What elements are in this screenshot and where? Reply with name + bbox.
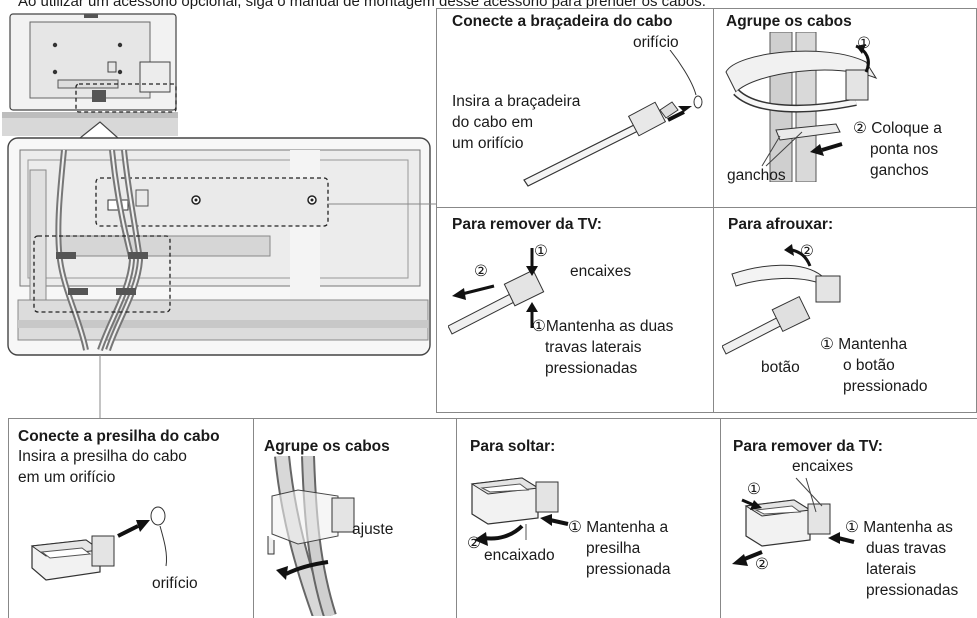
cable-tie-insert-figure — [520, 50, 710, 190]
connect-clip-title: Conecte a presilha do cabo — [18, 428, 220, 445]
bundle-clip-adjust-label: ajuste — [352, 521, 394, 538]
bundle-tie-step2-line-1: ② Coloque a — [853, 120, 942, 137]
remove-tie-hold-line-1: ①Mantenha as duas — [532, 318, 674, 335]
cable-tie-loosen-figure — [722, 236, 852, 356]
cable-clip-remove-figure — [728, 476, 858, 586]
bundle-tie-hooks-label: ganchos — [727, 167, 786, 184]
remove-tie-step1-top: ① — [534, 243, 548, 260]
bundle-tie-step2-line-2: ponta nos — [870, 141, 939, 158]
bundle-tie-step2-line-3: ganchos — [870, 162, 929, 179]
connect-clip-line-2: em um orifício — [18, 469, 116, 486]
remove-clip-step2: ② — [755, 556, 769, 573]
release-clip-step2: ② — [467, 535, 481, 552]
divider-3 — [720, 418, 721, 618]
bundle-tie-step1: ① — [857, 35, 871, 52]
connect-tie-line-3: um orifício — [452, 135, 524, 152]
remove-clip-step1: ① — [747, 481, 761, 498]
loosen-tie-title: Para afrouxar: — [728, 216, 834, 233]
release-clip-hold-line-1: ① Mantenha a — [568, 519, 669, 536]
remove-tie-latches-label: encaixes — [570, 263, 632, 280]
remove-clip-title: Para remover da TV: — [733, 438, 883, 455]
loosen-tie-hold-line-3: pressionado — [843, 378, 928, 395]
divider-left — [8, 418, 9, 618]
release-clip-snapped-label: encaixado — [484, 547, 555, 564]
connect-tie-line-2: do cabo em — [452, 114, 533, 131]
tv-back-illustration — [0, 0, 440, 420]
cable-clip-bundle-figure — [258, 456, 378, 616]
remove-clip-hold-line-3: laterais — [866, 561, 916, 578]
connect-clip-hole-label: orifício — [152, 575, 198, 592]
connect-clip-line-1: Insira a presilha do cabo — [18, 448, 187, 465]
release-clip-hold-line-3: pressionada — [586, 561, 671, 578]
remove-tie-hold-line-2: travas laterais — [545, 339, 642, 356]
connect-tie-line-1: Insira a braçadeira — [452, 93, 581, 110]
connect-tie-hole-label: orifício — [633, 34, 679, 51]
remove-clip-hold-line-4: pressionadas — [866, 582, 959, 599]
divider-1 — [253, 418, 254, 618]
release-clip-title: Para soltar: — [470, 438, 556, 455]
cable-tie-bundle-figure — [716, 32, 886, 182]
cable-tie-remove-figure — [448, 236, 558, 346]
bottom-row-top-rule — [8, 418, 977, 419]
remove-clip-hold-line-2: duas travas — [866, 540, 947, 557]
loosen-tie-button-label: botão — [761, 359, 800, 376]
remove-tie-title: Para remover da TV: — [452, 216, 602, 233]
connect-tie-title: Conecte a braçadeira do cabo — [452, 13, 673, 30]
remove-tie-hold-line-3: pressionadas — [545, 360, 638, 377]
cable-clip-insert-figure — [26, 496, 176, 586]
loosen-tie-step2: ② — [800, 243, 814, 260]
loosen-tie-hold-line-1: ① Mantenha — [820, 336, 908, 353]
loosen-tie-hold-line-2: o botão — [843, 357, 895, 374]
divider-2 — [456, 418, 457, 618]
header-text: Ao utilizar um acessório opcional, siga … — [18, 0, 706, 10]
remove-clip-hold-line-1: ① Mantenha as — [845, 519, 953, 536]
cable-clip-release-figure — [462, 460, 572, 560]
bundle-clip-title: Agrupe os cabos — [264, 438, 390, 455]
bundle-tie-title: Agrupe os cabos — [726, 13, 852, 30]
remove-clip-latches-label: encaixes — [792, 458, 854, 475]
release-clip-hold-line-2: presilha — [586, 540, 641, 557]
remove-tie-step2: ② — [474, 263, 488, 280]
